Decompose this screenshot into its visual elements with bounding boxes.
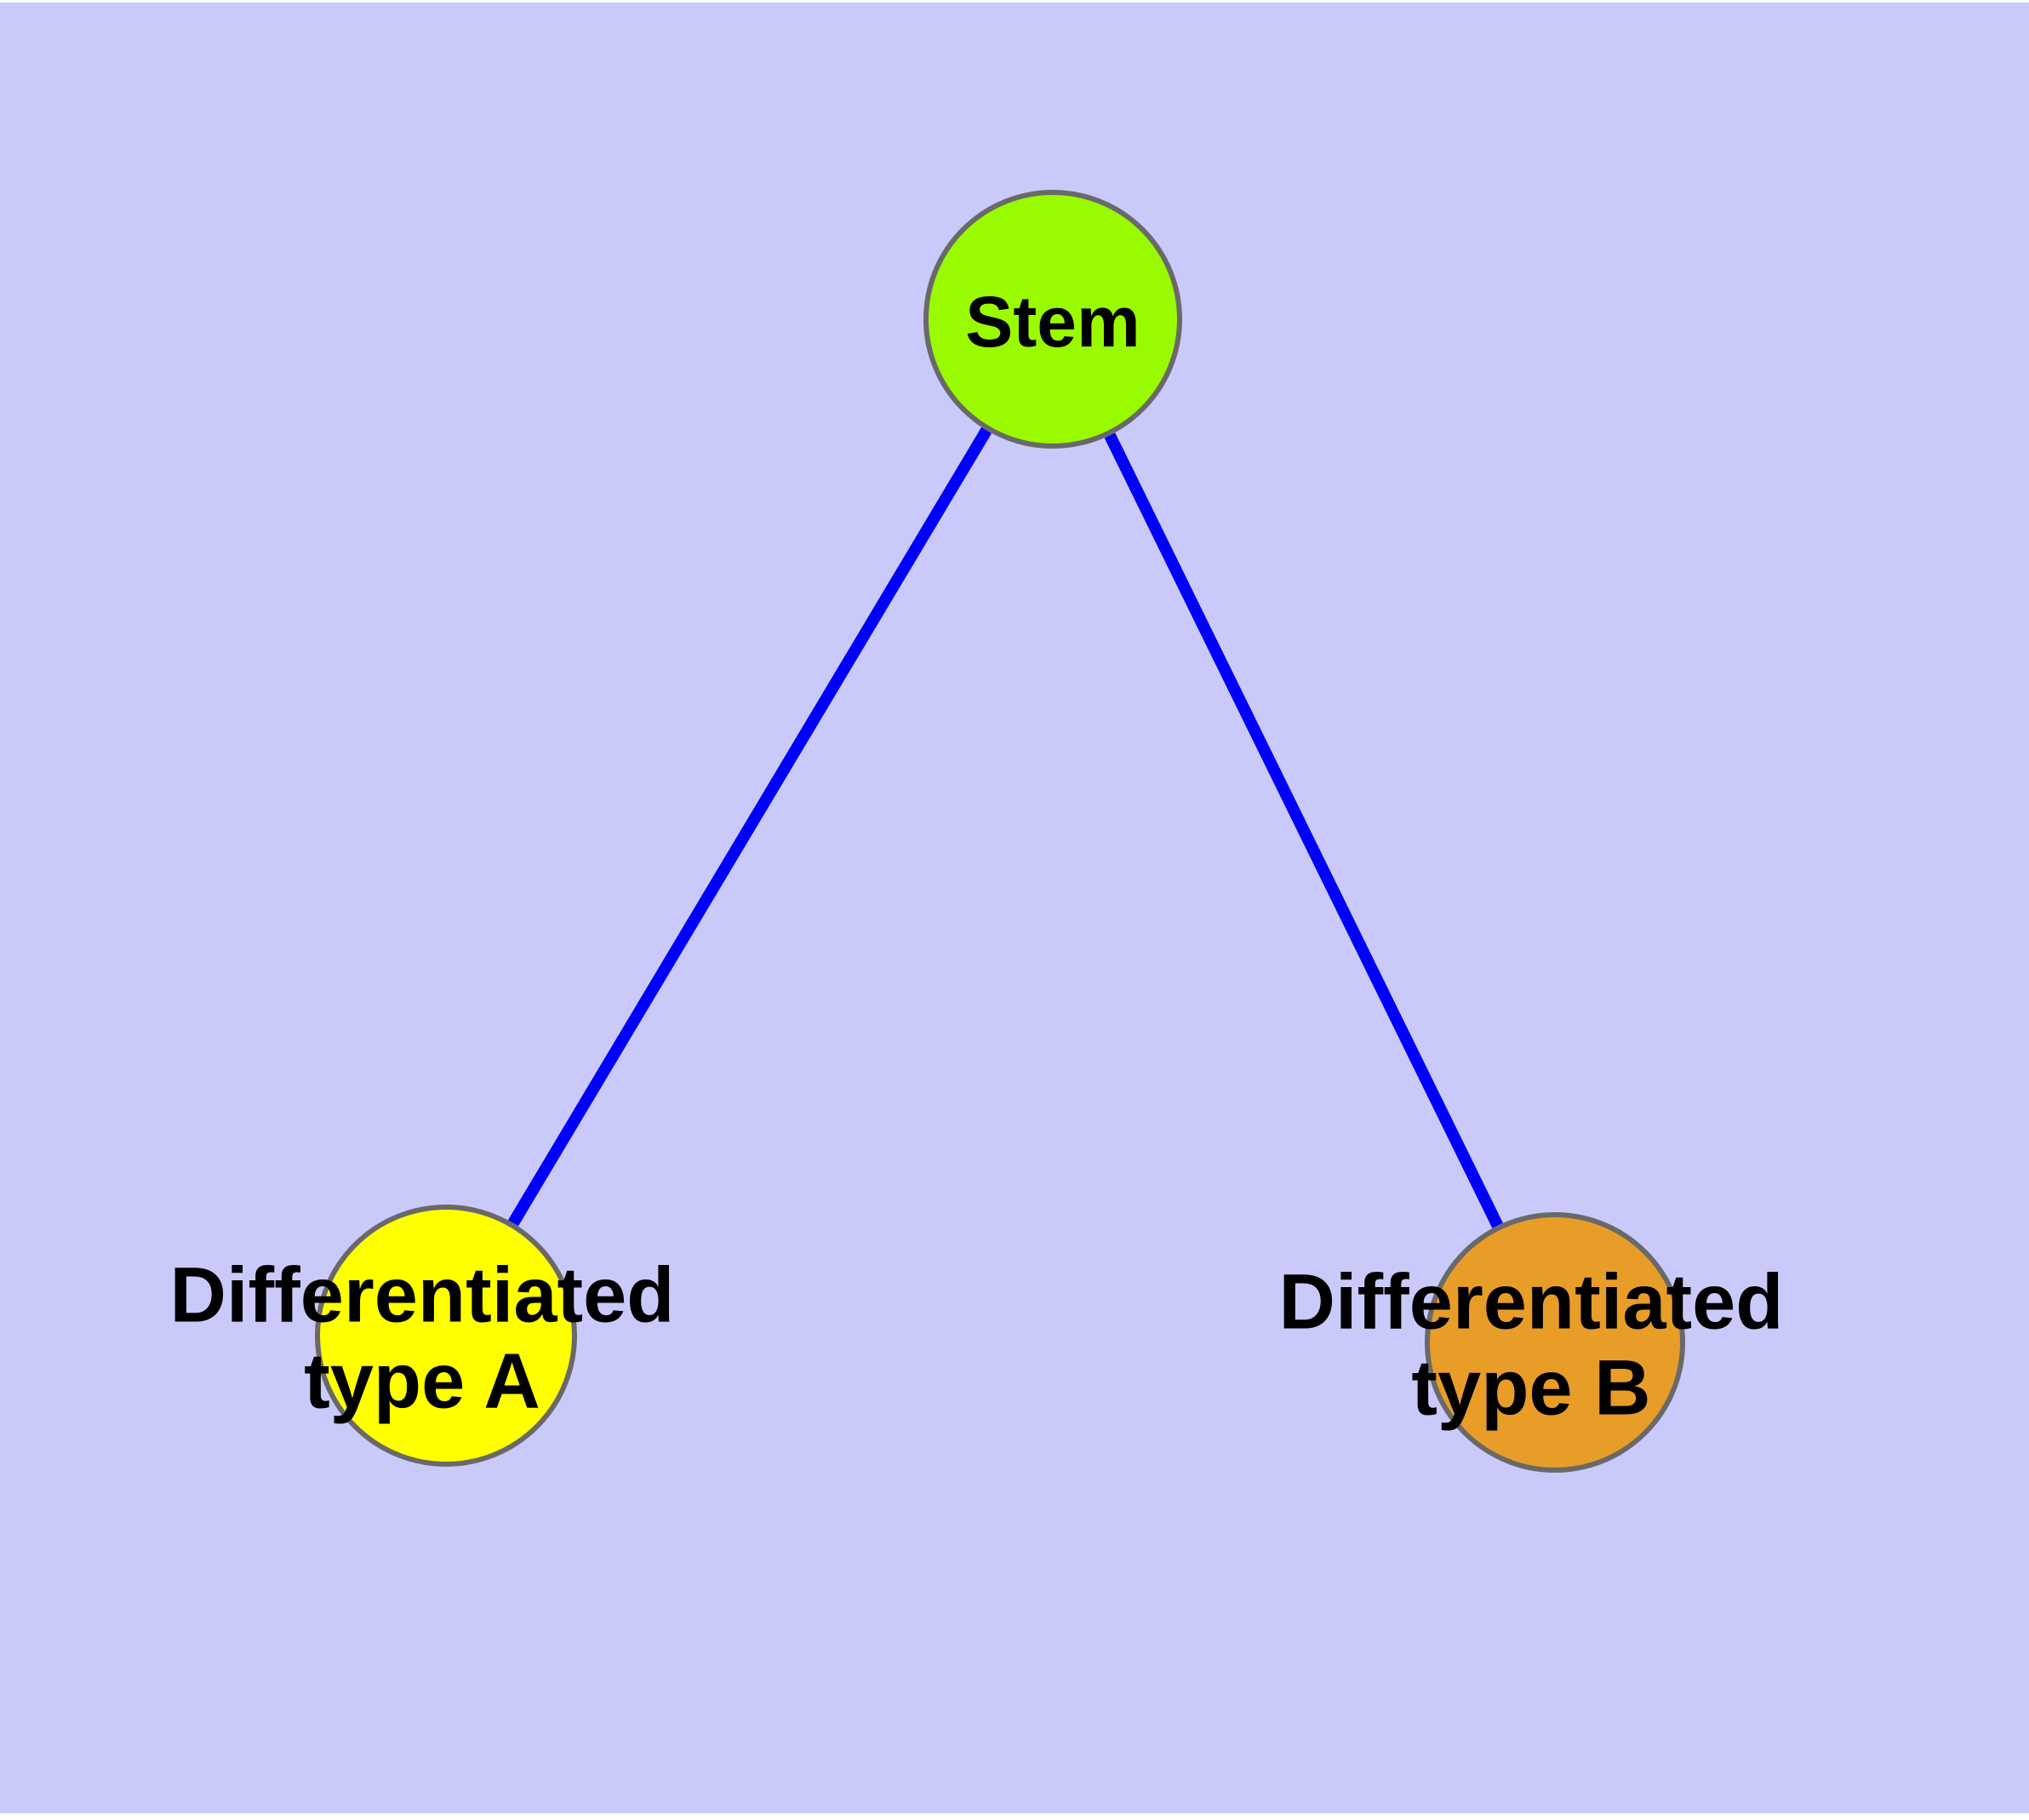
nodes-layer xyxy=(315,190,1685,1473)
edge-stem-to-differentiated-type-a xyxy=(507,426,992,1227)
node-differentiated-type-b xyxy=(1425,1212,1685,1473)
edges-layer xyxy=(507,426,1503,1228)
node-differentiated-type-a xyxy=(315,1205,577,1467)
node-stem xyxy=(923,190,1182,449)
node-label-line: Stem xyxy=(965,282,1140,362)
node-label-line: Differentiated xyxy=(1279,1258,1784,1345)
node-label-line: type B xyxy=(1411,1345,1650,1432)
node-label-stem: Stem xyxy=(965,282,1140,362)
edge-stem-to-differentiated-type-b xyxy=(1104,432,1503,1228)
node-label-line: type A xyxy=(304,1338,540,1425)
node-label-line: Differentiated xyxy=(170,1251,675,1338)
